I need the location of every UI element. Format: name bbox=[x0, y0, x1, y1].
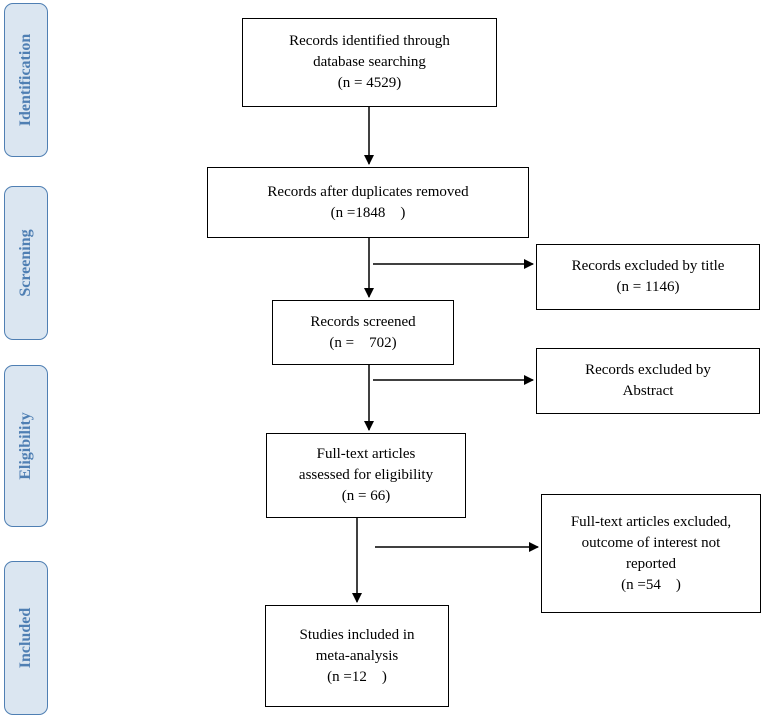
box-excluded-title-line1: Records excluded by title bbox=[571, 258, 725, 274]
box-excluded-title: Records excluded by title (n = 1146) bbox=[536, 244, 760, 310]
phase-included: Included bbox=[4, 561, 48, 715]
box-studies-included-line1: Studies included in bbox=[299, 626, 415, 643]
box-fulltext-assessed-count: (n = 66) bbox=[341, 488, 391, 504]
box-records-identified-line2: database searching bbox=[313, 54, 426, 70]
box-records-screened-line1: Records screened bbox=[310, 313, 416, 330]
box-fulltext-assessed-line2: assessed for eligibility bbox=[298, 467, 434, 483]
phase-identification: Identification bbox=[4, 3, 48, 157]
box-excluded-abstract-line1: Records excluded by bbox=[585, 362, 711, 378]
box-studies-included: Studies included in meta-analysis (n =12… bbox=[265, 605, 449, 707]
box-records-screened: Records screened (n = 702) bbox=[272, 300, 454, 365]
box-records-deduplicated-count: (n =1848 ) bbox=[330, 204, 406, 221]
box-records-deduplicated-line1: Records after duplicates removed bbox=[267, 183, 469, 200]
box-excluded-title-count: (n = 1146) bbox=[616, 279, 680, 295]
box-excluded-fulltext-line2: outcome of interest not bbox=[581, 534, 721, 551]
box-records-identified-line1: Records identified through bbox=[289, 33, 450, 49]
box-excluded-fulltext-count: (n =54 ) bbox=[621, 576, 681, 593]
box-excluded-fulltext-line3: reported bbox=[626, 555, 676, 572]
box-excluded-fulltext-line1: Full-text articles excluded, bbox=[570, 513, 732, 530]
box-excluded-abstract-line2: Abstract bbox=[622, 383, 674, 399]
phase-eligibility: Eligibility bbox=[4, 365, 48, 527]
phase-screening: Screening bbox=[4, 186, 48, 340]
box-fulltext-assessed-line1: Full-text articles bbox=[316, 446, 416, 462]
box-records-deduplicated: Records after duplicates removed (n =184… bbox=[207, 167, 529, 238]
box-records-identified: Records identified through database sear… bbox=[242, 18, 497, 107]
box-records-screened-count: (n = 702) bbox=[329, 334, 397, 351]
box-excluded-fulltext: Full-text articles excluded, outcome of … bbox=[541, 494, 761, 613]
box-studies-included-line2: meta-analysis bbox=[315, 647, 399, 664]
box-excluded-abstract: Records excluded by Abstract bbox=[536, 348, 760, 414]
box-studies-included-count: (n =12 ) bbox=[327, 668, 387, 685]
box-records-identified-count: (n = 4529) bbox=[337, 75, 402, 91]
box-fulltext-assessed: Full-text articles assessed for eligibil… bbox=[266, 433, 466, 518]
